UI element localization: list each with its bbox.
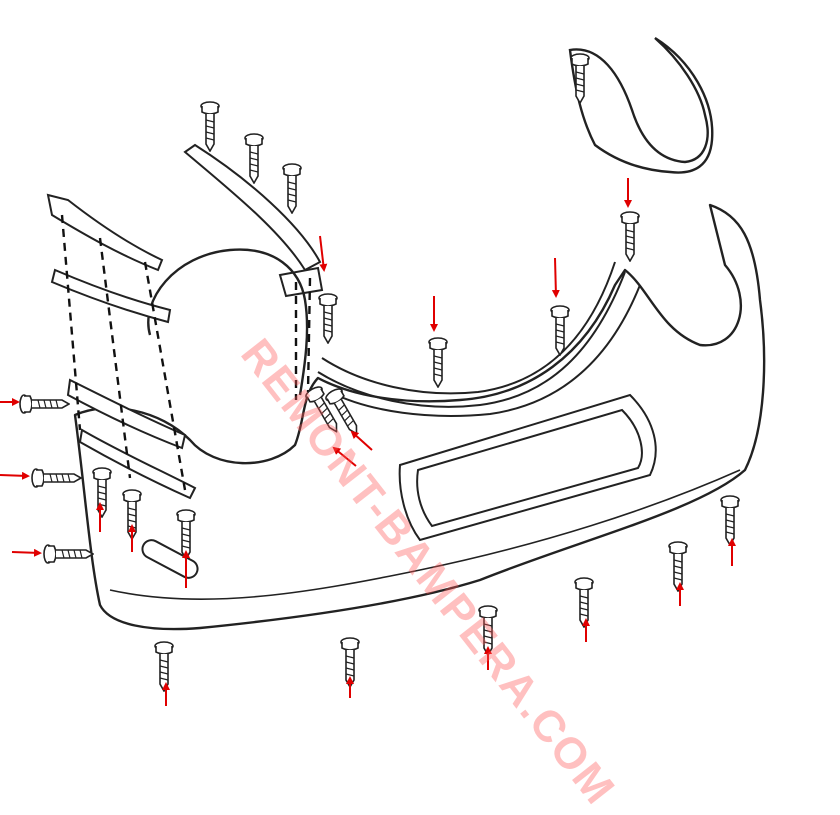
screw-icon [244, 133, 264, 184]
screw-icon [668, 541, 688, 592]
screw-icon [154, 641, 174, 692]
arrow [0, 471, 30, 480]
screw-icon [720, 495, 740, 546]
diagram-canvas [0, 36, 766, 706]
screw-icon [478, 605, 498, 656]
arrow [319, 235, 328, 272]
lower-recess [398, 393, 657, 542]
bumper-cover [73, 203, 766, 631]
arrow [551, 257, 560, 298]
screw-icon [318, 293, 338, 344]
arrows [0, 178, 736, 706]
arrow [11, 548, 42, 557]
screw-icon [31, 468, 82, 488]
upper-rail [317, 261, 641, 417]
wheel-arch-outline [147, 248, 309, 396]
alignment-dashes [60, 214, 312, 491]
screw-icon [43, 544, 94, 564]
screw-icon [428, 337, 448, 388]
reflector-slot [141, 539, 199, 579]
side-guides [46, 193, 197, 500]
wheel-arch-bracket [183, 143, 324, 298]
screw-icon [282, 163, 302, 214]
arrow [350, 430, 373, 451]
arrow [332, 446, 357, 467]
screw-icon [574, 577, 594, 628]
screw-icon [19, 394, 70, 414]
screw-icon [200, 101, 220, 152]
screw-icon [620, 211, 640, 262]
bumper-lower-edge [109, 469, 741, 601]
rear-fender-fragment [568, 36, 714, 174]
